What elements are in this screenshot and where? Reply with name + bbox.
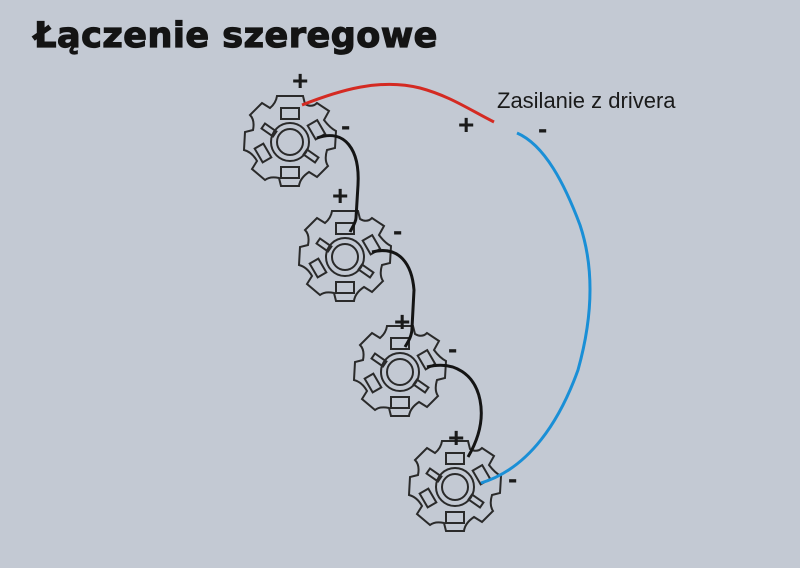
link-wire-2-3	[371, 249, 416, 348]
led4-minus-sign: -	[508, 463, 517, 494]
driver-minus-sign: -	[538, 113, 547, 144]
led2-plus-sign: +	[332, 180, 348, 211]
led4-plus-sign: +	[448, 422, 464, 453]
led-star-3	[353, 325, 447, 417]
led3-minus-sign: -	[448, 333, 457, 364]
negative-wire	[480, 131, 592, 485]
led-star-1	[243, 95, 337, 187]
led3-plus-sign: +	[394, 306, 410, 337]
driver-plus-sign: +	[458, 109, 474, 140]
positive-wire	[301, 82, 495, 124]
led1-plus-sign: +	[292, 65, 308, 96]
led-star-4	[408, 440, 502, 532]
link-wire-1-2	[316, 134, 360, 233]
led2-minus-sign: -	[393, 215, 402, 246]
driver-power-label: Zasilanie z drivera	[497, 88, 676, 113]
page-title: Łączenie szeregowe	[33, 15, 438, 56]
led-star-2	[298, 210, 392, 302]
led1-minus-sign: -	[341, 110, 350, 141]
link-wire-3-4	[426, 363, 483, 458]
